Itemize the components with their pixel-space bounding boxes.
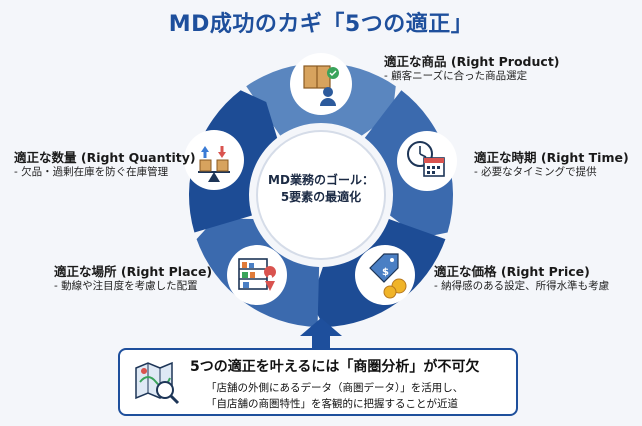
center-goal-text: MD業務のゴール： 5要素の最適化 bbox=[260, 172, 382, 206]
up-arrow-icon bbox=[300, 318, 342, 350]
label-right-place-head: 適正な場所 (Right Place) bbox=[54, 264, 213, 279]
page-title: MD成功のカギ「5つの適正」 bbox=[168, 12, 474, 37]
callout-line-2: 「自店舗の商圏特性」を客観的に把握することが近道 bbox=[206, 398, 458, 410]
label-right-quantity-head: 適正な数量 (Right Quantity) bbox=[14, 150, 196, 165]
label-right-time: 適正な時期 (Right Time) - 必要なタイミングで提供 bbox=[474, 150, 629, 180]
label-right-product-head: 適正な商品 (Right Product) bbox=[384, 54, 560, 69]
center-line-1: MD業務のゴール： bbox=[268, 173, 374, 187]
label-right-place: 適正な場所 (Right Place) - 動線や注目度を考慮した配置 bbox=[54, 264, 212, 294]
label-right-time-head: 適正な時期 (Right Time) bbox=[474, 150, 629, 165]
center-circle bbox=[256, 130, 386, 260]
price-tag-coins-icon: $ bbox=[355, 245, 415, 305]
shelf-pin-icon bbox=[227, 245, 287, 305]
label-right-price: 適正な価格 (Right Price) - 納得感のある設定、所得水準も考慮 bbox=[434, 264, 609, 294]
label-right-place-sub: - 動線や注目度を考慮した配置 bbox=[54, 280, 198, 292]
map-magnifier-icon bbox=[135, 361, 180, 405]
box-user-icon bbox=[290, 53, 352, 115]
label-right-product: 適正な商品 (Right Product) - 顧客ニーズに合った商品選定 bbox=[384, 54, 560, 84]
callout-title: 5つの適正を叶えるには「商圏分析」が不可欠 bbox=[190, 359, 480, 375]
callout-line-1: 「店舗の外側にあるデータ（商圏データ）」を活用し、 bbox=[206, 382, 464, 394]
label-right-product-sub: - 顧客ニーズに合った商品選定 bbox=[384, 70, 528, 82]
label-right-quantity: 適正な数量 (Right Quantity) - 欠品・過剰在庫を防ぐ在庫管理 bbox=[14, 150, 196, 180]
center-line-2: 5要素の最適化 bbox=[280, 190, 362, 204]
label-right-price-sub: - 納得感のある設定、所得水準も考慮 bbox=[434, 280, 610, 292]
balance-boxes-icon bbox=[184, 130, 244, 190]
trade-area-callout: 5つの適正を叶えるには「商圏分析」が不可欠 「店舗の外側にあるデータ（商圏データ… bbox=[118, 348, 518, 416]
label-right-price-head: 適正な価格 (Right Price) bbox=[434, 264, 590, 279]
label-right-time-sub: - 必要なタイミングで提供 bbox=[474, 166, 597, 178]
clock-calendar-icon bbox=[397, 131, 457, 191]
svg-text:$: $ bbox=[382, 267, 389, 278]
label-right-quantity-sub: - 欠品・過剰在庫を防ぐ在庫管理 bbox=[14, 166, 169, 178]
